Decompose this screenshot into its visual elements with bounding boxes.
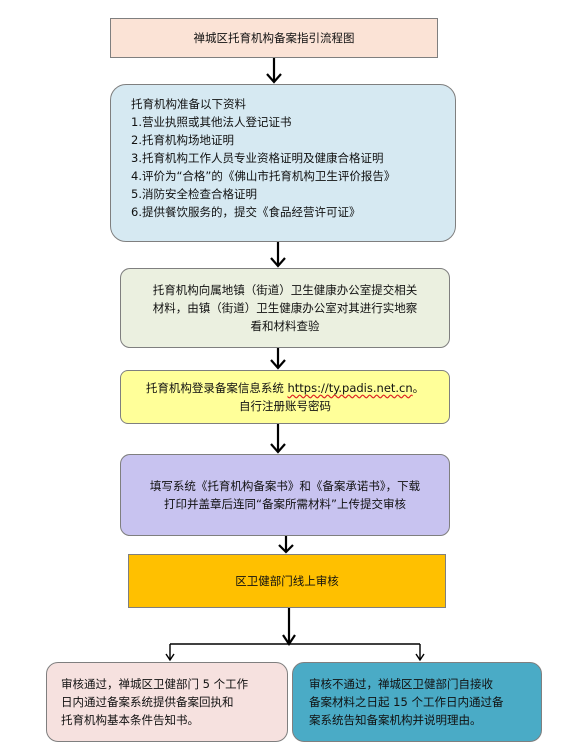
arrow-down-icon [270, 242, 286, 268]
result-pass-box: 审核通过，禅城区卫健部门 5 个工作 日内通过备案系统提供备案回执和 托育机构基… [46, 662, 288, 742]
step-login-suffix: 。 [412, 381, 425, 395]
branch-connector [165, 608, 425, 662]
step-fill-line: 填写系统《托育机构备案书》和《备案承诺书》，下载 [149, 479, 421, 493]
arrow-down-icon [278, 536, 294, 554]
materials-item: 5.消防安全检查合格证明 [131, 187, 257, 201]
materials-item: 6.提供餐饮服务的，提交《食品经营许可证》 [131, 205, 361, 219]
result-fail-line: 案系统告知备案机构并说明理由。 [309, 713, 482, 727]
materials-heading: 托育机构准备以下资料 [131, 97, 246, 111]
step-login-line2: 自行注册账号密码 [239, 399, 331, 413]
materials-item: 2.托育机构场地证明 [131, 133, 234, 147]
step-login-box: 托育机构登录备案信息系统 https://ty.padis.net.cn。 自行… [120, 370, 450, 424]
result-pass-line: 托育机构基本条件告知书。 [61, 713, 199, 727]
step-fill-line: 打印并盖章后连同“备案所需材料”上传提交审核 [164, 497, 406, 511]
step-submit-line: 材料，由镇（街道）卫生健康办公室对其进行实地察 [152, 301, 418, 315]
arrow-down-icon [266, 58, 282, 84]
step-submit-line: 托育机构向属地镇（街道）卫生健康办公室提交相关 [152, 283, 418, 297]
step-review-box: 区卫健部门线上审核 [128, 554, 446, 608]
system-url-link[interactable]: https://ty.padis.net.cn [287, 381, 413, 395]
materials-item: 1.营业执照或其他法人登记证书 [131, 115, 292, 129]
result-fail-line: 备案材料之日起 15 个工作日内通过备 [309, 695, 504, 709]
result-pass-line: 日内通过备案系统提供备案回执和 [61, 695, 234, 709]
arrow-down-icon [270, 348, 286, 370]
step-fill-box: 填写系统《托育机构备案书》和《备案承诺书》，下载 打印并盖章后连同“备案所需材料… [120, 454, 450, 536]
materials-item: 4.评价为“合格”的《佛山市托育机构卫生评价报告》 [131, 169, 396, 183]
step-login-line: 托育机构登录备案信息系统 https://ty.padis.net.cn。 [146, 379, 424, 397]
materials-box: 托育机构准备以下资料 1.营业执照或其他法人登记证书 2.托育机构场地证明 3.… [110, 84, 456, 242]
step-submit-box: 托育机构向属地镇（街道）卫生健康办公室提交相关 材料，由镇（街道）卫生健康办公室… [120, 268, 450, 348]
flow-title-box: 禅城区托育机构备案指引流程图 [110, 18, 438, 58]
result-pass-line: 审核通过，禅城区卫健部门 5 个工作 [61, 677, 249, 691]
arrow-down-icon [270, 424, 286, 454]
step-review-label: 区卫健部门线上审核 [235, 574, 339, 588]
materials-item: 3.托育机构工作人员专业资格证明及健康合格证明 [131, 151, 384, 165]
result-fail-line: 审核不通过，禅城区卫健部门自接收 [309, 677, 493, 691]
step-submit-line: 看和材料查验 [250, 319, 320, 333]
flow-title: 禅城区托育机构备案指引流程图 [193, 31, 355, 45]
result-fail-box: 审核不通过，禅城区卫健部门自接收 备案材料之日起 15 个工作日内通过备 案系统… [292, 662, 542, 742]
step-login-prefix: 托育机构登录备案信息系统 [145, 381, 288, 395]
